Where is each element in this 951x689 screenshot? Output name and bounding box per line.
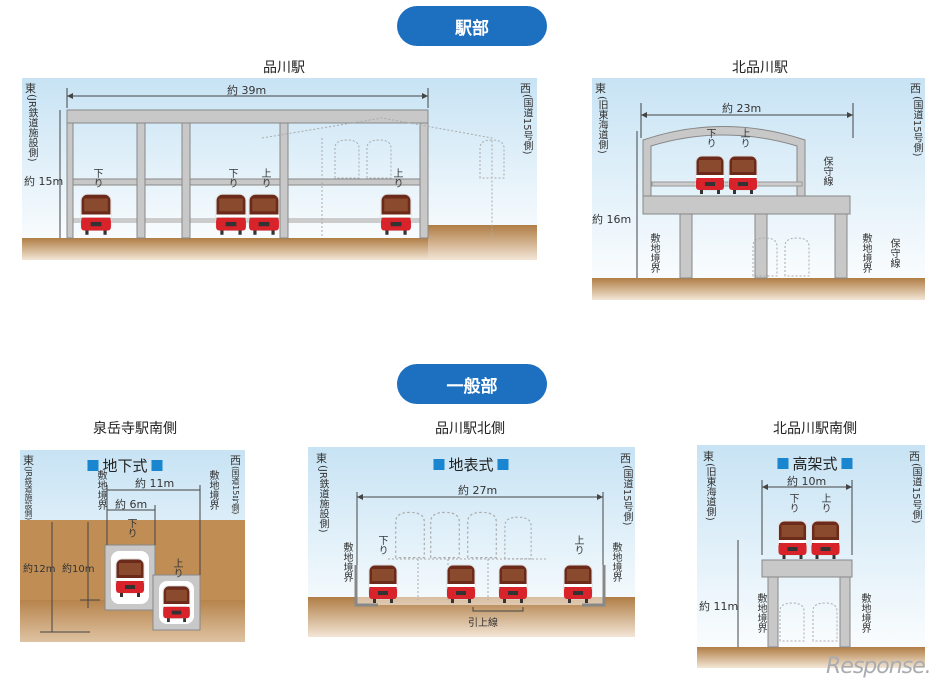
height-dimension: 約 16m [592, 213, 632, 226]
shinagawa-north-structure [308, 447, 635, 637]
width-dimension: 約 23m [722, 102, 762, 115]
down-label: 下り [787, 493, 798, 513]
east-note: (JR鉄道施設側) [317, 465, 328, 533]
section-general-pill: 一般部 [397, 364, 547, 404]
boundary-label: 敷地境界 [860, 233, 871, 273]
up-label: 上り [259, 168, 270, 188]
boundary-label: 敷地境界 [648, 233, 659, 273]
west-note: (国道15号側) [621, 465, 632, 526]
east-label: 東 [595, 82, 606, 95]
down-label: 下り [226, 168, 237, 188]
type-header: 地表式 [433, 454, 509, 475]
diagram-kitashinagawa-south: 高架式 東 (旧東海道側) 西 (国道15号側) 約 10m 約 11m 下り … [697, 445, 925, 668]
kitashinagawa-structure [592, 78, 925, 300]
west-note: (国道15号側) [910, 463, 921, 524]
diagram-sengakuji-south: 地下式 東 (JR鉄道施設側) 西 (国道15号側) 約 11m 約 6m 約1… [20, 450, 245, 642]
section-station-pill: 駅部 [397, 6, 547, 46]
maintenance-line-label: 保守線 [821, 156, 832, 186]
height-dimension: 約 15m [24, 175, 64, 188]
east-label: 東 [23, 454, 34, 467]
boundary-label: 敷地境界 [207, 470, 218, 510]
up-label: 上り [171, 558, 182, 578]
boundary-label: 敷地境界 [755, 593, 766, 633]
shinagawa-structure [22, 78, 537, 260]
west-label: 西 [620, 452, 631, 465]
down-label: 下り [376, 535, 387, 555]
panel-title-shinagawa: 品川駅 [263, 60, 305, 76]
down-label: 下り [91, 168, 102, 188]
east-note: (JR鉄道施設側) [24, 466, 33, 521]
up-label: 上り [391, 168, 402, 188]
pullout-track-label: 引上線 [468, 618, 498, 629]
outer-depth-dimension: 約12m [23, 564, 56, 575]
blue-square-icon [777, 458, 789, 469]
diagram-shinagawa: 東 (JR鉄道施設側) 西 (国道15号側) 約 39m 約 15m 下り 下り… [22, 78, 537, 260]
kitashinagawa-south-structure [697, 445, 925, 668]
blue-square-icon [497, 459, 509, 470]
east-label: 東 [703, 450, 714, 463]
width-dimension: 約 10m [787, 475, 827, 488]
blue-square-icon [841, 458, 853, 469]
west-note: (国道15号側) [521, 94, 532, 155]
east-note: (旧東海道側) [704, 463, 715, 521]
type-label: 地表式 [448, 456, 494, 474]
east-note: (JR鉄道施設側) [26, 94, 37, 162]
inner-depth-dimension: 約10m [62, 564, 95, 575]
type-label: 高架式 [792, 455, 838, 473]
panel-title-kitashinagawa-south: 北品川駅南側 [773, 421, 857, 437]
boundary-label: 敷地境界 [610, 542, 621, 582]
up-label: 上り [738, 128, 749, 148]
inner-width-dimension: 約 6m [115, 498, 148, 511]
west-label: 西 [909, 450, 920, 463]
west-label: 西 [910, 82, 921, 95]
boundary-label: 敷地境界 [859, 593, 870, 633]
sengakuji-south-structure [20, 450, 245, 642]
diagram-shinagawa-north: 地表式 東 (JR鉄道施設側) 西 (国道15号側) 約 27m 下り 上り 敷… [308, 447, 635, 637]
response-watermark: Response. [826, 654, 932, 679]
panel-title-kitashinagawa: 北品川駅 [732, 60, 788, 76]
down-label: 下り [125, 518, 136, 538]
boundary-label: 敷地境界 [95, 470, 106, 510]
blue-square-icon [151, 460, 163, 471]
blue-square-icon [433, 459, 445, 470]
width-dimension: 約 39m [227, 84, 267, 97]
outer-width-dimension: 約 11m [135, 477, 175, 490]
height-dimension: 約 11m [699, 600, 739, 613]
width-dimension: 約 27m [458, 484, 498, 497]
down-label: 下り [704, 128, 715, 148]
blue-square-icon [87, 460, 99, 471]
east-label: 東 [316, 452, 327, 465]
maintenance-line-label: 保守線 [888, 238, 899, 268]
up-label: 上り [819, 493, 830, 513]
type-header: 高架式 [777, 453, 853, 474]
west-label: 西 [520, 82, 531, 95]
west-note: (国道15号側) [911, 96, 922, 157]
panel-title-shinagawa-north: 品川駅北側 [435, 421, 505, 437]
east-label: 東 [25, 82, 36, 95]
type-header: 地下式 [87, 455, 163, 476]
west-note: (国道15号側) [231, 466, 240, 515]
panel-title-sengakuji-south: 泉岳寺駅南側 [93, 421, 177, 437]
east-note: (旧東海道側) [596, 96, 607, 154]
type-label: 地下式 [102, 457, 148, 475]
west-label: 西 [230, 454, 241, 467]
boundary-label: 敷地境界 [341, 542, 352, 582]
up-label: 上り [572, 535, 583, 555]
diagram-kitashinagawa: 東 (旧東海道側) 西 (国道15号側) 約 23m 約 16m 下り 上り 保… [592, 78, 925, 300]
